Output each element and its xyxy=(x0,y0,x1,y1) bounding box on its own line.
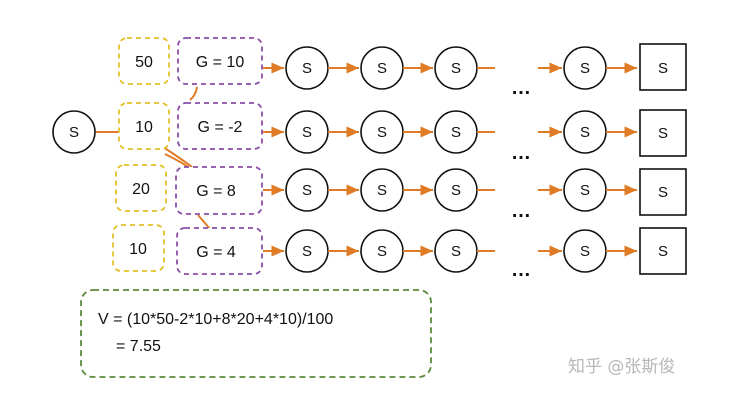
connector-row4 xyxy=(197,214,211,230)
state-label: S xyxy=(377,124,387,141)
watermark: 知乎 @张斯俊 xyxy=(568,357,675,377)
ellipsis: … xyxy=(511,77,531,99)
connector-row1 xyxy=(189,86,198,101)
terminal-label: S xyxy=(658,184,668,201)
terminal-label: S xyxy=(658,125,668,142)
count-box xyxy=(115,164,167,212)
ellipsis: … xyxy=(511,142,531,164)
return-box xyxy=(177,37,263,85)
state-label: S xyxy=(580,60,590,77)
return-value: G = 4 xyxy=(196,244,236,261)
terminal-state xyxy=(639,43,687,91)
ellipsis: … xyxy=(511,200,531,222)
start-node-label: S xyxy=(69,124,79,141)
count-box xyxy=(118,37,170,85)
state-label: S xyxy=(451,243,461,260)
trajectory-row-2: 10 G = -2 S S S … S S xyxy=(118,102,687,164)
state-label: S xyxy=(302,182,312,199)
state-label: S xyxy=(580,124,590,141)
terminal-state xyxy=(639,109,687,157)
state-label: S xyxy=(302,124,312,141)
start-node: S xyxy=(52,110,96,154)
state-label: S xyxy=(377,243,387,260)
state-label: S xyxy=(580,243,590,260)
count-value: 10 xyxy=(129,241,147,258)
trajectory-row-3: 20 G = 8 S S S … S S xyxy=(115,164,687,222)
count-value: 20 xyxy=(132,181,150,198)
state-label: S xyxy=(302,60,312,77)
trajectory-row-1: 50 G = 10 S S S … S S xyxy=(118,37,687,99)
terminal-state xyxy=(639,227,687,275)
return-box xyxy=(177,102,263,150)
return-value: G = 10 xyxy=(196,54,245,71)
ellipsis: … xyxy=(511,259,531,281)
state-label: S xyxy=(302,243,312,260)
state-label: S xyxy=(377,182,387,199)
state-label: S xyxy=(451,60,461,77)
trajectory-row-4: 10 G = 4 S S S … S S xyxy=(112,224,687,281)
formula-line-1: V = (10*50-2*10+8*20+4*10)/100 xyxy=(98,311,333,328)
state-label: S xyxy=(377,60,387,77)
return-box xyxy=(175,166,263,215)
terminal-state xyxy=(639,168,687,216)
return-box xyxy=(176,227,263,275)
count-box xyxy=(118,102,170,150)
state-label: S xyxy=(580,182,590,199)
count-value: 50 xyxy=(135,54,153,71)
return-value: G = 8 xyxy=(196,183,236,200)
formula-box: V = (10*50-2*10+8*20+4*10)/100 = 7.55 xyxy=(80,289,432,378)
count-value: 10 xyxy=(135,119,153,136)
terminal-label: S xyxy=(658,243,668,260)
terminal-label: S xyxy=(658,60,668,77)
return-value: G = -2 xyxy=(198,119,243,136)
count-box xyxy=(112,224,165,272)
formula-line-2: = 7.55 xyxy=(116,338,161,355)
state-label: S xyxy=(451,124,461,141)
state-label: S xyxy=(451,182,461,199)
